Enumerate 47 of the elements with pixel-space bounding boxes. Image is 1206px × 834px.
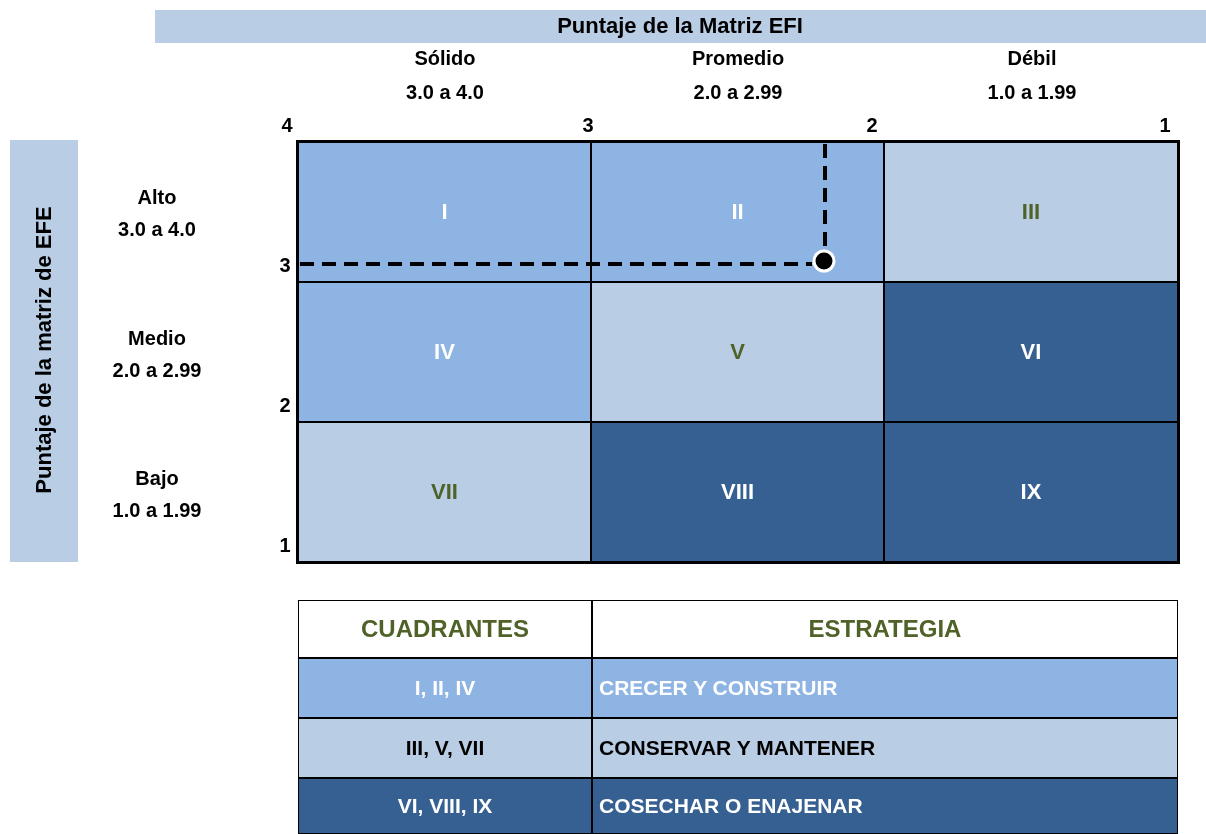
axis-category: Medio — [128, 326, 186, 350]
tick-label: 1 — [1159, 113, 1171, 137]
axis-range: 3.0 a 4.0 — [118, 217, 196, 241]
axis-range: 1.0 a 1.99 — [112, 498, 202, 522]
table-cell: I, II, IV — [298, 658, 592, 718]
quadrant-numeral: II — [731, 199, 744, 225]
table-cell: III, V, VII — [298, 718, 592, 778]
axis-range: 3.0 a 4.0 — [406, 80, 484, 104]
quadrant-numeral: III — [1021, 199, 1041, 225]
tick-label: 2 — [279, 393, 291, 417]
table-cell: CONSERVAR Y MANTENER — [592, 718, 1178, 778]
quadrant-numeral: I — [441, 199, 448, 225]
table-cell: CRECER Y CONSTRUIR — [592, 658, 1178, 718]
quadrant-cell — [298, 422, 591, 562]
quadrant-numeral: VI — [1020, 339, 1042, 365]
axis-category: Débil — [1007, 46, 1057, 70]
axis-range: 2.0 a 2.99 — [693, 80, 783, 104]
table-cell: COSECHAR O ENAJENAR — [592, 778, 1178, 834]
quadrant-cell — [591, 422, 884, 562]
axis-range: 2.0 a 2.99 — [112, 358, 202, 382]
quadrant-cell — [591, 282, 884, 422]
quadrant-cell — [884, 282, 1178, 422]
quadrant-cell — [298, 282, 591, 422]
axis-title: Puntaje de la matriz de EFE — [31, 206, 57, 494]
table-header: ESTRATEGIA — [592, 600, 1178, 658]
tick-label: 2 — [866, 113, 878, 137]
quadrant-cell — [591, 142, 884, 282]
quadrant-numeral: VII — [431, 479, 458, 505]
quadrant-numeral: V — [730, 339, 745, 365]
table-cell: VI, VIII, IX — [298, 778, 592, 834]
quadrant-cell — [884, 422, 1178, 562]
tick-label: 4 — [281, 113, 293, 137]
quadrant-cell — [884, 142, 1178, 282]
quadrant-cell — [298, 142, 591, 282]
quadrant-numeral: IX — [1020, 479, 1042, 505]
quadrant-numeral: IV — [434, 339, 455, 365]
axis-category: Promedio — [691, 46, 785, 70]
axis-category: Alto — [137, 185, 177, 209]
axis-category: Sólido — [414, 46, 476, 70]
tick-label: 1 — [279, 533, 291, 557]
table-header: CUADRANTES — [298, 600, 592, 658]
tick-label: 3 — [279, 253, 291, 277]
tick-label: 3 — [582, 113, 594, 137]
axis-category: Bajo — [135, 466, 179, 490]
axis-range: 1.0 a 1.99 — [987, 80, 1077, 104]
quadrant-numeral: VIII — [721, 479, 754, 505]
axis-title: Puntaje de la Matriz EFI — [557, 13, 803, 39]
